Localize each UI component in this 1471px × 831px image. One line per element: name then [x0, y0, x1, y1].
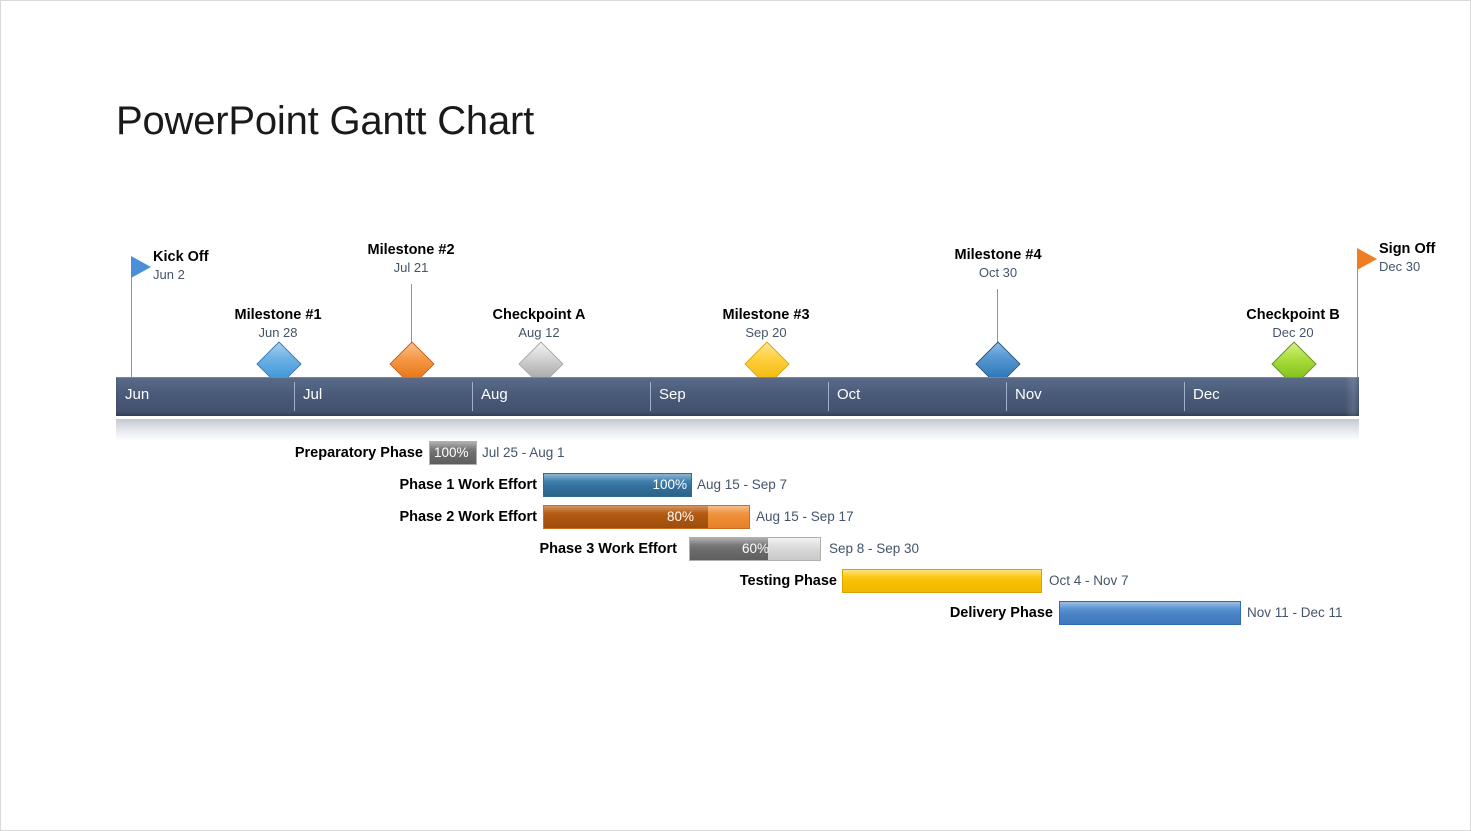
milestone-name: Sign Off: [1379, 241, 1436, 257]
milestone-stem: [411, 284, 412, 356]
task-label: Preparatory Phase: [294, 445, 423, 461]
milestone-date: Oct 30: [978, 265, 1018, 280]
task-progress-fill: [544, 506, 708, 528]
month-label: Nov: [1015, 386, 1042, 403]
milestone-text: Sign Off Dec 30: [1379, 240, 1435, 276]
month-oct[interactable]: Oct: [828, 377, 1006, 416]
milestone-stem: [1357, 251, 1358, 387]
month-label: Jul: [303, 386, 323, 403]
task-percent: 100%: [434, 445, 469, 460]
month-label: Aug: [481, 386, 508, 403]
bar-gloss: [1060, 602, 1240, 609]
task-label: Phase 3 Work Effort: [539, 541, 677, 557]
flag-icon: [131, 256, 151, 278]
milestone-text: Milestone #4 Oct 30: [898, 246, 1098, 282]
page-title: PowerPoint Gantt Chart: [116, 99, 535, 143]
task-dates: Aug 15 - Sep 7: [697, 477, 788, 492]
task-bar[interactable]: [842, 569, 1042, 593]
timeline-axis: Jun Jul Aug Sep Oct Nov Dec: [116, 377, 1359, 416]
task-row[interactable]: Testing Phase Oct 4 - Nov 7: [1, 569, 1471, 595]
month-label: Jun: [125, 386, 150, 403]
milestone-name: Checkpoint B: [1246, 307, 1340, 323]
milestone-text: Milestone #1 Jun 28: [178, 306, 378, 342]
milestone-date: Dec 30: [1379, 259, 1421, 274]
task-percent: 100%: [652, 477, 687, 492]
month-separator: [472, 382, 473, 411]
month-jun[interactable]: Jun: [116, 377, 294, 416]
task-row[interactable]: Phase 3 Work Effort 60% Sep 8 - Sep 30: [1, 537, 1471, 563]
month-separator: [828, 382, 829, 411]
month-sep[interactable]: Sep: [650, 377, 828, 416]
month-nov[interactable]: Nov: [1006, 377, 1184, 416]
task-bar[interactable]: 100%: [429, 441, 477, 465]
flag-icon: [1357, 248, 1377, 270]
task-progress-fill: [430, 442, 476, 464]
milestone-text: Milestone #3 Sep 20: [666, 306, 866, 342]
month-label: Sep: [659, 386, 686, 403]
task-bar[interactable]: [1059, 601, 1241, 625]
timeline-shelf: [116, 419, 1359, 441]
task-bar[interactable]: 60%: [689, 537, 821, 561]
month-jul[interactable]: Jul: [294, 377, 472, 416]
task-label: Phase 1 Work Effort: [399, 477, 537, 493]
task-dates: Oct 4 - Nov 7: [1049, 573, 1129, 588]
task-row[interactable]: Phase 1 Work Effort 100% Aug 15 - Sep 7: [1, 473, 1471, 499]
milestone-text: Kick Off Jun 2: [153, 248, 209, 284]
task-label: Testing Phase: [739, 573, 837, 589]
task-row[interactable]: Preparatory Phase 100% Jul 25 - Aug 1: [1, 441, 1471, 467]
task-row[interactable]: Delivery Phase Nov 11 - Dec 11: [1, 601, 1471, 627]
milestone-text: Milestone #2 Jul 21: [311, 241, 511, 277]
milestone-layer: Kick Off Jun 2 Milestone #1 Jun 28 Miles…: [1, 1, 1471, 421]
milestone-date: Aug 12: [518, 325, 560, 340]
task-label: Delivery Phase: [949, 605, 1053, 621]
task-percent: 60%: [742, 541, 770, 556]
milestone-name: Milestone #3: [722, 307, 810, 323]
milestone-name: Milestone #1: [234, 307, 322, 323]
milestone-name: Milestone #2: [367, 242, 455, 258]
milestone-date: Jul 21: [393, 260, 429, 275]
milestone-name: Milestone #4: [954, 247, 1042, 263]
milestone-stem: [997, 289, 998, 357]
task-label: Phase 2 Work Effort: [399, 509, 537, 525]
milestone-text: Checkpoint B Dec 20: [1193, 306, 1393, 342]
milestone-date: Dec 20: [1272, 325, 1314, 340]
task-progress-fill: [544, 474, 691, 496]
task-dates: Nov 11 - Dec 11: [1247, 605, 1343, 620]
month-separator: [650, 382, 651, 411]
milestone-name: Kick Off: [153, 249, 209, 265]
milestone-text: Checkpoint A Aug 12: [439, 306, 639, 342]
task-bar[interactable]: 100%: [543, 473, 692, 497]
month-label: Oct: [837, 386, 861, 403]
task-percent: 80%: [667, 509, 695, 524]
month-separator: [1184, 382, 1185, 411]
task-dates: Sep 8 - Sep 30: [829, 541, 920, 556]
month-dec[interactable]: Dec: [1184, 377, 1359, 416]
task-dates: Jul 25 - Aug 1: [482, 445, 565, 460]
month-label: Dec: [1193, 386, 1220, 403]
task-progress-fill: [690, 538, 768, 560]
task-bar[interactable]: 80%: [543, 505, 750, 529]
month-aug[interactable]: Aug: [472, 377, 650, 416]
milestone-date: Jun 2: [153, 267, 185, 282]
bar-gloss: [843, 570, 1041, 577]
milestone-name: Checkpoint A: [492, 307, 586, 323]
milestone-date: Jun 28: [258, 325, 298, 340]
task-dates: Aug 15 - Sep 17: [756, 509, 854, 524]
month-separator: [294, 382, 295, 411]
milestone-stem: [131, 259, 132, 387]
milestone-date: Sep 20: [745, 325, 787, 340]
month-separator: [1006, 382, 1007, 411]
task-row[interactable]: Phase 2 Work Effort 80% Aug 15 - Sep 17: [1, 505, 1471, 531]
